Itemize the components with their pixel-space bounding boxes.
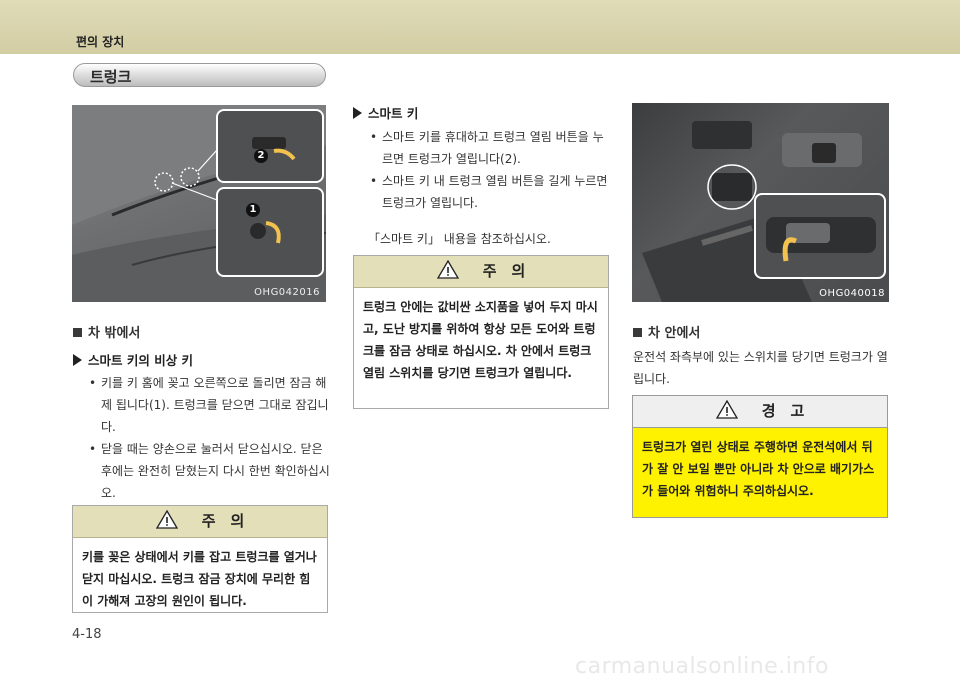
figure-code: OHG040018 [819,288,885,299]
warning-box-header: 경 고 [633,396,887,428]
smart-key-bullet-list: 스마트 키를 휴대하고 트렁크 열림 버튼을 누르면 트렁크가 열립니다(2).… [364,126,608,214]
section-title: 트렁크 [90,68,132,86]
watermark: carmanualsonline.info [575,654,829,679]
outside-heading: 차 밖에서 [73,322,140,341]
figure-code: OHG042016 [254,287,320,298]
warning-triangle-icon [715,400,738,419]
caution-box-outside: 주 의 키를 꽂은 상태에서 키를 잡고 트렁크를 열거나 닫지 마십시오. 트… [72,505,328,613]
warning-box: 경 고 트렁크가 열린 상태로 주행하면 운전석에서 뒤가 잘 안 보일 뿐만 … [632,395,888,518]
caution-box-header: 주 의 [73,506,327,538]
triangle-bullet-icon [73,354,82,366]
square-bullet-icon [73,328,82,337]
chapter-title: 편의 장치 [76,35,125,49]
section-title-pill: 트렁크 [73,63,326,87]
marker-1: 1 [246,203,260,217]
outside-bullet-list: 키를 키 홈에 꽂고 오른쪽으로 돌리면 잠금 해제 됩니다(1). 트렁크를 … [83,372,333,504]
caution-box-text: 키를 꽂은 상태에서 키를 잡고 트렁크를 열거나 닫지 마십시오. 트렁크 잠… [82,550,317,608]
square-bullet-icon [633,328,642,337]
smart-key-heading: 스마트 키 [353,103,418,122]
page-header-band [0,0,960,54]
trunk-switch-inset [754,193,886,279]
key-slot-inset: 1 [216,187,324,277]
trunk-switch-photo: OHG040018 [632,103,889,302]
emergency-key-heading: 스마트 키의 비상 키 [73,350,193,369]
inside-heading: 차 안에서 [633,322,700,341]
list-item: 키를 키 홈에 꽂고 오른쪽으로 돌리면 잠금 해제 됩니다(1). 트렁크를 … [83,372,333,438]
trunk-button-inset: 2 [216,109,324,183]
caution-box-text: 트렁크 안에는 값비싼 소지품을 넣어 두지 마시고, 도난 방지를 위하여 항… [363,300,598,380]
smart-key-reference: 「스마트 키」 내용을 참조하십시오. [368,232,551,246]
caution-box-header: 주 의 [354,256,608,288]
marker-2: 2 [254,149,268,163]
triangle-bullet-icon [353,107,362,119]
list-item: 스마트 키 내 트렁크 열림 버튼을 길게 누르면 트렁크가 열립니다. [364,170,608,214]
caution-box-smart-key: 주 의 트렁크 안에는 값비싼 소지품을 넣어 두지 마시고, 도난 방지를 위… [353,255,609,409]
trunk-key-slot-photo: 2 1 OHG042016 [72,105,326,302]
warning-triangle-icon [436,260,459,279]
warning-triangle-icon [155,510,178,529]
warning-box-text: 트렁크가 열린 상태로 주행하면 운전석에서 뒤가 잘 안 보일 뿐만 아니라 … [642,440,875,498]
list-item: 스마트 키를 휴대하고 트렁크 열림 버튼을 누르면 트렁크가 열립니다(2). [364,126,608,170]
list-item: 닫을 때는 양손으로 눌러서 닫으십시오. 닫은 후에는 완전히 닫혔는지 다시… [83,438,333,504]
page-number: 4-18 [72,627,102,642]
inside-text: 운전석 좌측부에 있는 스위치를 당기면 트렁크가 열립니다. [633,350,888,386]
